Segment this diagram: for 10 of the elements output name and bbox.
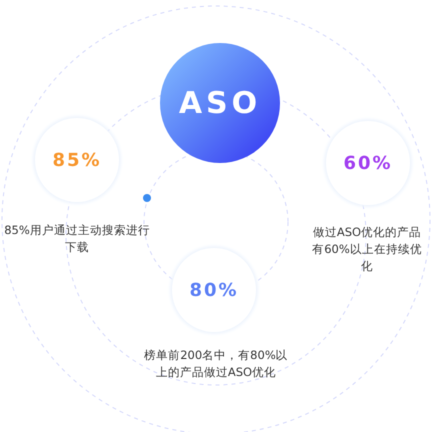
description-text: 榜单前200名中，有80%以上的产品做过ASO优化 <box>143 347 289 381</box>
stat-value: 80% <box>189 280 239 300</box>
description-text: 85%用户通过主动搜索进行下载 <box>3 222 151 256</box>
description-text: 做过ASO优化的产品有60%以上在持续优化 <box>311 224 423 275</box>
stat-circle <box>35 118 119 202</box>
title-text: ASO <box>178 86 262 120</box>
stat-value: 85% <box>52 150 102 170</box>
stat-circle <box>172 248 256 332</box>
stat-circle <box>326 121 410 205</box>
stat-value: 60% <box>343 152 393 174</box>
